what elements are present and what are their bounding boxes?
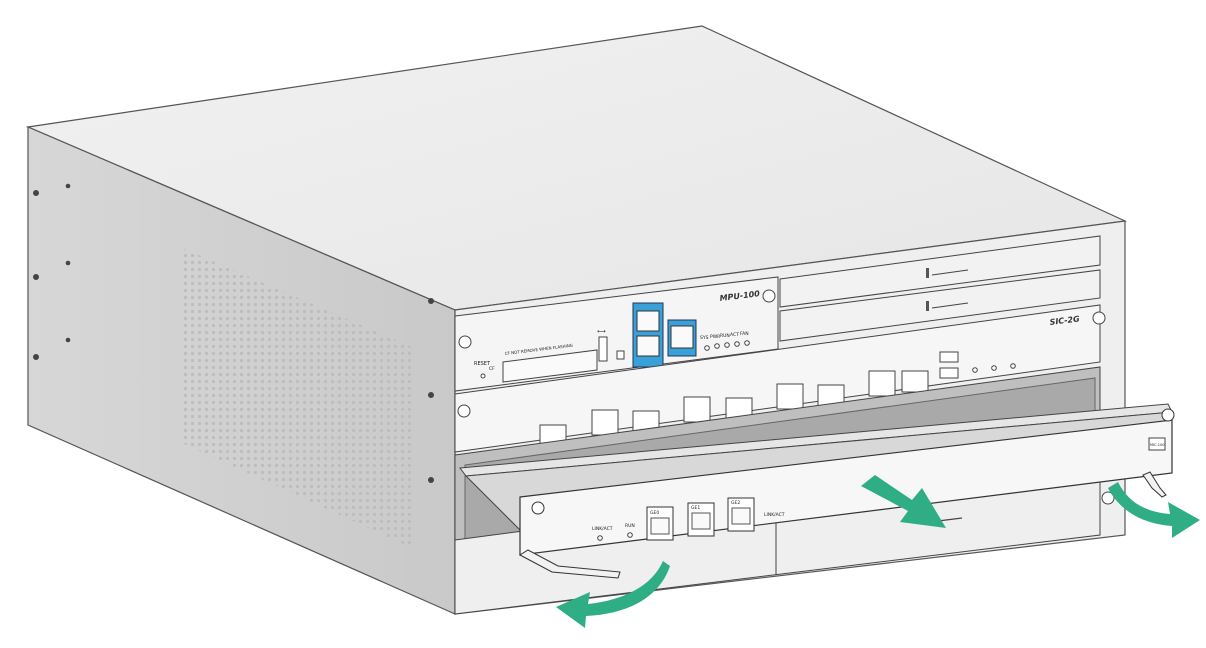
side-screws — [33, 183, 434, 483]
blank-slot-panels — [779, 235, 1101, 342]
run-led — [627, 532, 633, 538]
motion-arrows — [556, 475, 1200, 628]
cf-label: CF — [489, 366, 495, 372]
module-port-2-label: GE2 — [731, 500, 740, 506]
usb-port-1[interactable] — [939, 351, 959, 363]
link-act-led — [597, 535, 603, 541]
module-faceplate — [519, 419, 1173, 556]
module-tag: MIC-100 — [1150, 443, 1164, 447]
run-led-label: RUN — [625, 523, 635, 529]
removable-interface-module[interactable]: LINK/ACT RUN GE0 GE1 GE2 LINK/ACT MIC-10… — [459, 403, 1175, 579]
link-act-led-label: LINK/ACT — [592, 526, 613, 532]
mini-usb-port[interactable] — [616, 350, 625, 360]
rj45-port-3[interactable] — [776, 383, 804, 410]
usb-icon: ⟷ — [597, 328, 606, 335]
usb-port[interactable] — [598, 336, 608, 362]
reset-button[interactable] — [480, 373, 486, 379]
mpu-module: RESET CF CF NOT REMOVE WHEN FLASHING ⟷ M… — [454, 276, 779, 392]
sic-leds — [972, 363, 1016, 373]
side-vent-grille — [180, 247, 412, 548]
left-lever-arrow — [556, 561, 670, 628]
module-port-1-label: GE1 — [691, 505, 700, 511]
usb-port-2[interactable] — [939, 367, 959, 379]
mgmt-port[interactable] — [670, 325, 694, 349]
led-label-act: ACT — [730, 332, 739, 338]
right-lever-arrow — [1108, 482, 1200, 538]
led-label-pwr: PWR — [710, 334, 720, 340]
module-right-label: LINK/ACT — [764, 512, 785, 518]
led-label-fan: FAN — [740, 331, 749, 337]
reset-label: RESET — [474, 361, 491, 367]
led-label-run: RUN — [720, 333, 730, 339]
rj45-port-1[interactable] — [591, 409, 619, 436]
pull-out-arrow — [861, 475, 946, 528]
console-port[interactable] — [636, 310, 660, 332]
rj45-port-4[interactable] — [868, 370, 896, 397]
right-ejector-lever[interactable] — [1142, 471, 1167, 498]
cf-card-slot[interactable] — [502, 349, 598, 383]
sic-model-label: SIC-2G — [1049, 314, 1080, 327]
module-port-0-label: GE0 — [650, 510, 659, 516]
left-ejector-lever[interactable] — [519, 549, 621, 579]
rj45-port-2[interactable] — [683, 396, 711, 423]
aux-port[interactable] — [636, 335, 660, 357]
mpu-leds — [704, 340, 750, 351]
sfp-port-5[interactable] — [901, 370, 929, 393]
led-label-sys: SYS — [700, 335, 709, 341]
